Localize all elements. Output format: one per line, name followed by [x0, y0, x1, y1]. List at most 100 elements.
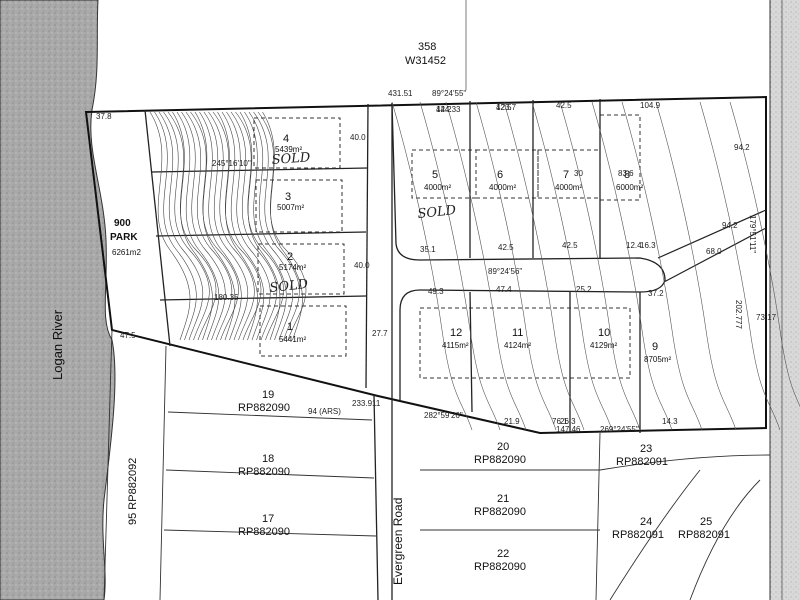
- parcel-plan: RP882090: [474, 561, 526, 573]
- contour-line: [154, 111, 197, 341]
- lot-number: 8: [624, 169, 630, 181]
- contour-line: [257, 111, 307, 341]
- lot-number: 12: [450, 327, 462, 339]
- road-name: Evergreen Road: [391, 498, 405, 585]
- lot-number: 4: [283, 133, 289, 145]
- contour-line: [531, 101, 613, 431]
- dimension-label: 12.4: [626, 241, 642, 250]
- lot-number: 9: [652, 341, 658, 353]
- lot-area: 4129m²: [590, 341, 617, 350]
- parcel-plan: RP882090: [238, 466, 290, 478]
- subdivision-boundary: [84, 95, 767, 435]
- parcel-number: 21: [497, 493, 509, 505]
- dimension-label: 25.2: [576, 285, 592, 294]
- lot-12: 12 4115m²: [442, 327, 469, 350]
- building-envelopes: [253, 114, 641, 379]
- lot-area: 5439m²: [275, 145, 302, 154]
- dimension-label: 44.2: [436, 105, 452, 114]
- lot-area: 4115m²: [442, 341, 469, 350]
- contour-line: [591, 101, 673, 431]
- parcel-plan: RP882090: [474, 506, 526, 518]
- contour-line: [235, 111, 284, 341]
- parcel-plan: RP882090: [238, 526, 290, 538]
- eastern-lot-lines: [469, 99, 641, 433]
- lot-number: 5: [432, 169, 438, 181]
- dim-right-side2: 202.777: [734, 300, 743, 329]
- dimension-label: 42.5: [556, 101, 572, 110]
- parcel-number: 24: [640, 516, 652, 528]
- dimension-label: 47.5: [120, 331, 136, 340]
- contour-line: [621, 101, 703, 431]
- contour-line: [226, 111, 271, 341]
- parcel-number: 95: [127, 513, 139, 525]
- contour-line: [655, 101, 737, 431]
- contour-line: [244, 111, 287, 341]
- contour-line: [239, 111, 281, 341]
- lot-8: 8 6000m²: [616, 169, 643, 192]
- lot-area: 6000m²: [616, 183, 643, 192]
- lot-number: 1: [287, 321, 293, 333]
- dimension-label: 124.33: [436, 105, 461, 114]
- southern-parcels: [103, 329, 771, 600]
- contour-line: [176, 111, 220, 341]
- contour-line: [181, 111, 226, 341]
- lot-number: 2: [287, 251, 293, 263]
- contour-line: [248, 111, 294, 341]
- branch-road: [657, 209, 767, 283]
- dim-bottom-right-bearing: 269°24'55": [600, 425, 639, 434]
- dimension-label: 27.7: [372, 329, 388, 338]
- dimension-label: 30: [574, 169, 583, 178]
- contour-line: [230, 111, 278, 341]
- park-number: 900: [114, 218, 131, 229]
- parcel-95: 95 RP882092: [127, 458, 139, 525]
- contour-line: [221, 111, 265, 341]
- contour-line: [419, 101, 501, 431]
- dimension-label: 21.9: [504, 417, 520, 426]
- dim-top-bearing: 89°24'55": [432, 89, 466, 98]
- parcel-plan: RP882091: [612, 529, 664, 541]
- dimension-label: 47.4: [496, 285, 512, 294]
- parcel-plan: RP882091: [616, 456, 668, 468]
- parcel-plan: RP882090: [238, 402, 290, 414]
- dim-right-side: 179°51'11": [748, 215, 757, 253]
- dimension-label: 123.7: [496, 103, 517, 112]
- contour-line: [559, 101, 641, 431]
- contour-line: [208, 111, 255, 341]
- contour-lines-west: [149, 111, 307, 341]
- dim-bottom-right: 147.46: [556, 425, 581, 434]
- western-lot-lines: [144, 109, 369, 347]
- dim-top-left: 37.8: [96, 112, 112, 121]
- contour-line: [167, 111, 217, 341]
- contour-line: [185, 111, 233, 341]
- dim-road-bearing: 89°24'56": [488, 267, 522, 276]
- dimension-label: 94.2: [734, 143, 750, 152]
- contour-line: [475, 101, 557, 431]
- contour-line: [503, 101, 585, 431]
- contour-line: [729, 101, 800, 407]
- dimension-label: 40.0: [350, 133, 366, 142]
- contour-line: [194, 111, 236, 341]
- dim-bottom-left: 233.911: [352, 399, 381, 408]
- lot-area: 5007m²: [277, 203, 304, 212]
- parcel-number: 22: [497, 548, 509, 560]
- parcel-number: 19: [262, 389, 274, 401]
- contour-line: [172, 111, 213, 341]
- dimension-label: 26.3: [560, 417, 576, 426]
- contour-line: [190, 111, 239, 341]
- lot-number: 3: [285, 191, 291, 203]
- parcel-number: 18: [262, 453, 274, 465]
- contour-line: [445, 101, 527, 431]
